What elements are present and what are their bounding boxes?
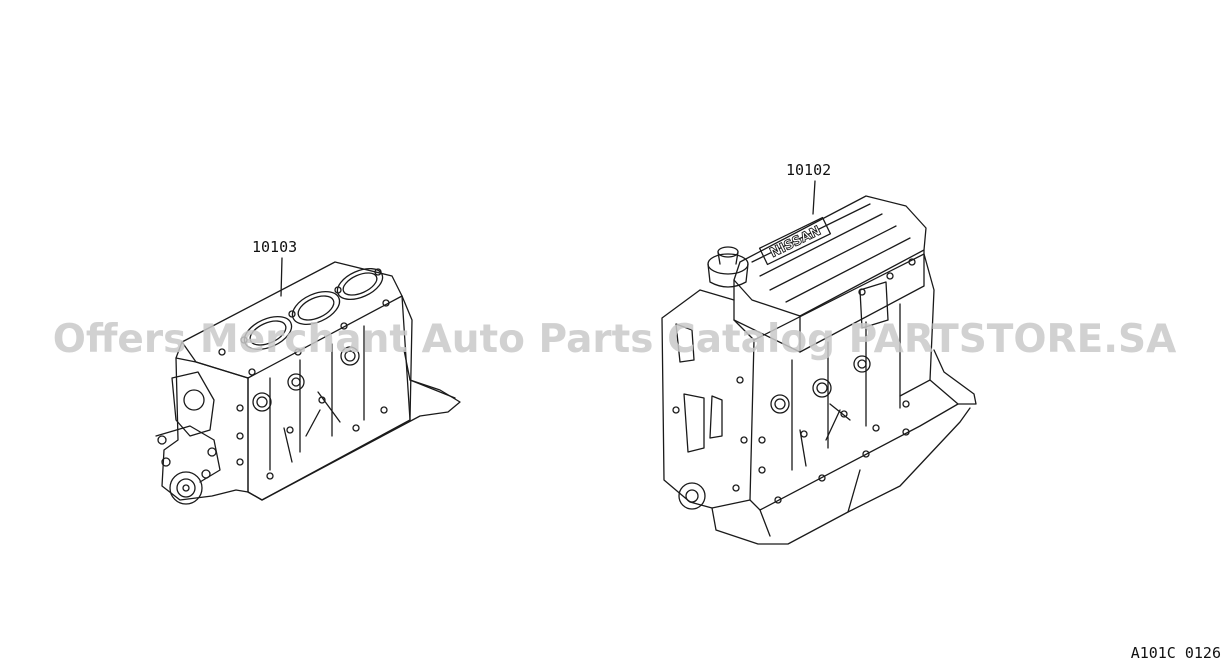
short-block-side-wall xyxy=(247,295,411,501)
water-pump-pulley xyxy=(169,471,203,505)
cylinder-bore-2 xyxy=(291,291,341,325)
diagram-reference-code: A101C 0126 xyxy=(1130,644,1221,662)
engine-assembly-drawing[interactable] xyxy=(661,180,977,545)
oil-pan xyxy=(711,407,971,545)
part-number-10103[interactable]: 10103 xyxy=(252,238,298,256)
short-block-deck xyxy=(181,261,403,379)
cylinder-bore-3 xyxy=(336,267,384,301)
part-number-10102[interactable]: 10102 xyxy=(786,161,832,179)
crank-pulley xyxy=(678,482,706,510)
engine-assembly-leader-line xyxy=(812,180,816,215)
cylinder-bore-1 xyxy=(243,316,293,350)
brand-plate xyxy=(758,216,832,266)
short-block-drawing[interactable] xyxy=(155,257,461,505)
